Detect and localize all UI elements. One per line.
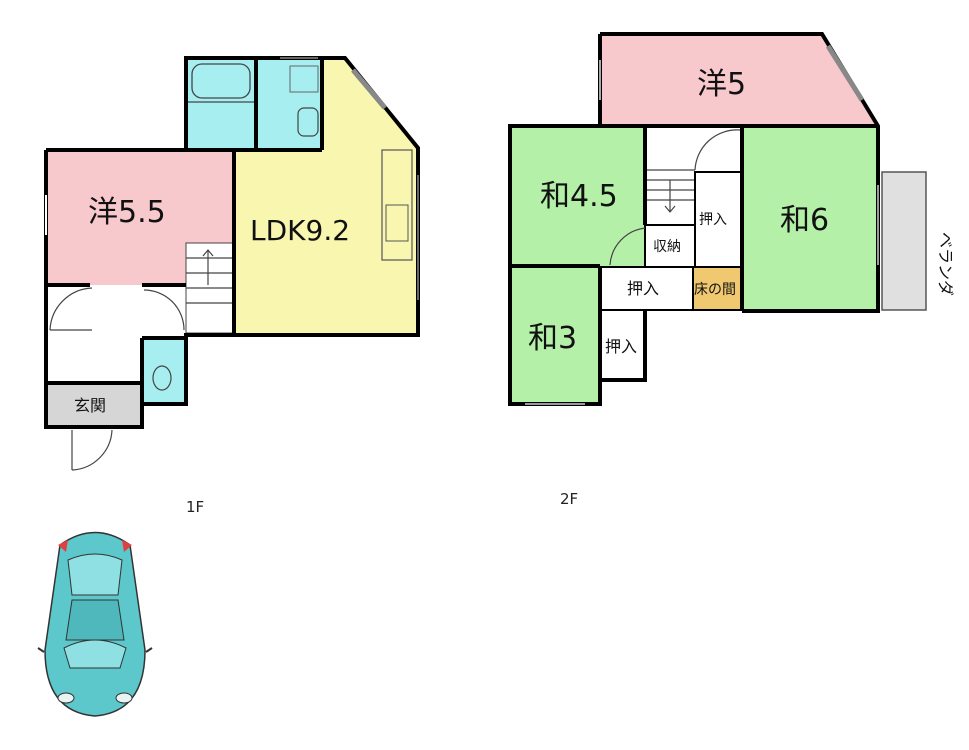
label-veranda: ベランダ (936, 232, 955, 296)
room-japanese-c (510, 266, 600, 404)
label-western-2f: 洋5 (697, 67, 746, 102)
kitchen-sink (385, 204, 409, 242)
room-western-2f (600, 34, 878, 126)
label-closet-c: 押入 (605, 337, 637, 356)
room-ldk (234, 58, 418, 335)
label-closet-b: 押入 (627, 279, 659, 298)
label-entrance: 玄関 (74, 396, 106, 415)
storage-2f (644, 224, 696, 268)
label-storage: 収納 (653, 239, 681, 255)
label-western-1f: 洋5.5 (88, 195, 166, 230)
car-icon (37, 531, 153, 717)
tokonoma (692, 266, 743, 311)
room-toilet-1f (142, 338, 186, 404)
toilet-bowl (152, 365, 172, 391)
label-floor-1: 1F (186, 498, 204, 516)
closet-c (599, 309, 646, 381)
closet-a (694, 171, 743, 268)
label-floor-2: 2F (560, 490, 578, 508)
room-japanese-b (742, 126, 878, 311)
label-japanese-a: 和4.5 (540, 179, 618, 214)
room-japanese-a (510, 126, 645, 266)
label-ldk: LDK9.2 (250, 214, 350, 247)
label-closet-a: 押入 (699, 212, 727, 228)
veranda (881, 171, 927, 311)
room-washroom (256, 58, 322, 150)
washing-machine (289, 65, 319, 93)
label-japanese-b: 和6 (780, 203, 829, 238)
label-tokonoma: 床の間 (694, 282, 736, 298)
floor-2: 洋5 和4.5 和6 和3 収納 押入 押入 床の間 押入 ベランダ 2F (508, 32, 955, 508)
washbasin (297, 107, 319, 137)
bathtub (191, 63, 251, 99)
kitchen-counter (381, 149, 413, 261)
floor-1: 洋5.5 LDK9.2 玄関 1F (44, 56, 420, 516)
label-japanese-c: 和3 (528, 321, 577, 356)
hall-1f (46, 285, 142, 383)
